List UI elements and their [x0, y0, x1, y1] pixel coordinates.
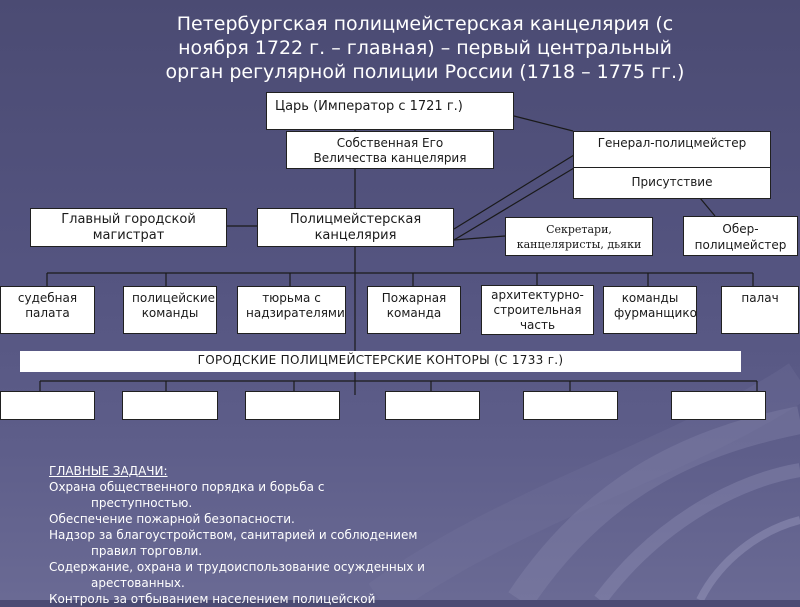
- tsar-box: Царь (Император с 1721 г.): [266, 92, 514, 130]
- court-box: судебная палата: [0, 286, 95, 334]
- presence-label: Присутствие: [631, 175, 713, 189]
- court-label: судебная палата: [17, 291, 78, 320]
- task-item: Содержание, охрана и трудоиспользование …: [49, 559, 479, 591]
- task-item: Контроль за отбыванием населением полице…: [49, 591, 479, 607]
- task-item: Охрана общественного порядка и борьба с …: [49, 479, 479, 511]
- task-item-text: Контроль за отбыванием населением полице…: [49, 592, 376, 606]
- task-item-text: Надзор за благоустройством, санитарией и…: [49, 528, 418, 542]
- city-office-box-1: [0, 391, 95, 420]
- main-tasks-list: ГЛАВНЫЕ ЗАДАЧИ: Охрана общественного пор…: [49, 463, 479, 607]
- police-chancellery-box: Полицмейстерская канцелярия: [257, 208, 454, 247]
- own-chancellery-label: Собственная Его Величества канцелярия: [313, 136, 467, 165]
- city-office-box-2: [122, 391, 218, 420]
- task-item-text: Охрана общественного порядка и борьба с: [49, 480, 325, 494]
- secretaries-label: Секретари, канцеляристы, дьяки: [516, 223, 642, 251]
- secretaries-box: Секретари, канцеляристы, дьяки: [505, 217, 653, 256]
- title-line-3: орган регулярной полиции России (1718 – …: [165, 61, 685, 83]
- coachmen-label: команды фурманщиков: [614, 291, 697, 320]
- fire-label: Пожарная команда: [381, 291, 447, 320]
- magistrat-label: Главный городской магистрат: [61, 212, 196, 243]
- executioner-box: палач: [721, 286, 799, 334]
- task-item: Обеспечение пожарной безопасности.: [49, 511, 479, 527]
- prison-box: тюрьма с надзирателями: [237, 286, 346, 334]
- city-office-box-5: [523, 391, 618, 420]
- general-police-box: Генерал-полицмейстер: [573, 131, 771, 168]
- police-chancellery-label: Полицмейстерская канцелярия: [289, 212, 422, 243]
- task-item: Надзор за благоустройством, санитарией и…: [49, 527, 479, 559]
- general-police-label: Генерал-полицмейстер: [597, 136, 747, 150]
- city-office-box-3: [245, 391, 340, 420]
- task-item-continuation: арестованных.: [91, 576, 185, 590]
- prison-label: тюрьма с надзирателями: [246, 291, 345, 320]
- city-offices-bar: ГОРОДСКИЕ ПОЛИЦМЕЙСТЕРСКИЕ КОНТОРЫ (С 17…: [20, 351, 741, 372]
- ober-police-box: Обер-полицмейстер: [683, 216, 798, 256]
- own-chancellery-box: Собственная Его Величества канцелярия: [286, 131, 494, 169]
- task-item-continuation: правил торговли.: [91, 544, 203, 558]
- page-title: Петербургская полицмейстерская канцеляри…: [100, 12, 750, 84]
- architecture-box: архитектурно-строительная часть: [481, 285, 594, 335]
- city-office-box-6: [671, 391, 766, 420]
- task-item-text: Обеспечение пожарной безопасности.: [49, 512, 295, 526]
- presence-box: Присутствие: [573, 167, 771, 199]
- task-item-text: Содержание, охрана и трудоиспользование …: [49, 560, 425, 574]
- fire-box: Пожарная команда: [367, 286, 461, 334]
- city-offices-label: ГОРОДСКИЕ ПОЛИЦМЕЙСТЕРСКИЕ КОНТОРЫ (С 17…: [197, 353, 564, 367]
- architecture-label: архитектурно-строительная часть: [491, 288, 584, 332]
- title-line-1: Петербургская полицмейстерская канцеляри…: [176, 13, 674, 35]
- magistrat-box: Главный городской магистрат: [30, 208, 227, 247]
- task-item-continuation: преступностью.: [91, 496, 193, 510]
- tsar-label: Царь (Император с 1721 г.): [275, 99, 463, 114]
- police-teams-box: полицейские команды: [123, 286, 217, 334]
- tasks-heading: ГЛАВНЫЕ ЗАДАЧИ:: [49, 464, 168, 478]
- ober-police-label: Обер-полицмейстер: [694, 222, 787, 252]
- police-teams-label: полицейские команды: [132, 291, 216, 320]
- executioner-label: палач: [741, 291, 779, 305]
- coachmen-box: команды фурманщиков: [603, 286, 697, 334]
- city-office-box-4: [385, 391, 480, 420]
- title-line-2: ноября 1722 г. – главная) – первый центр…: [178, 37, 672, 59]
